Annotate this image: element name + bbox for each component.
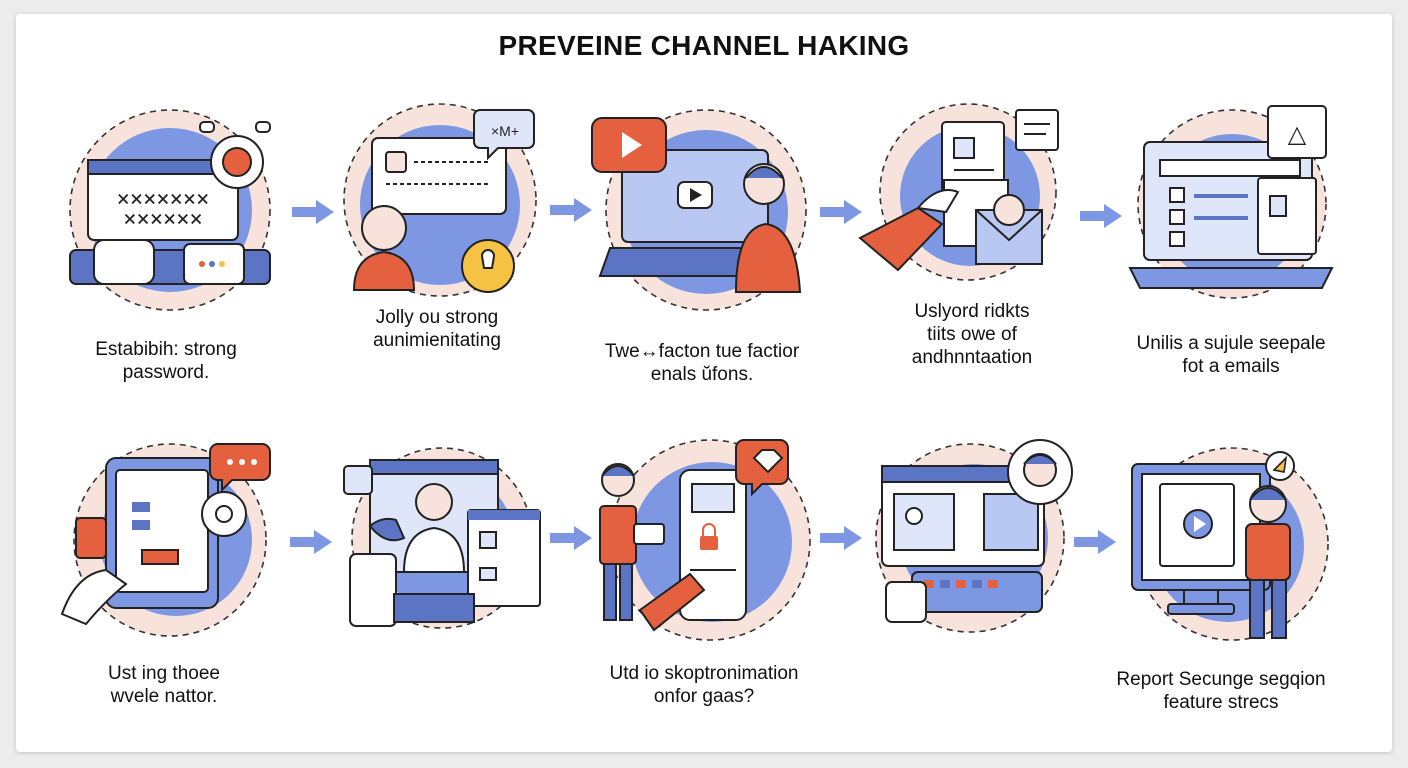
phone-lock-person-icon — [599, 439, 811, 641]
step-6-caption: Ust ing thoee wvele nattor. — [44, 662, 284, 708]
arrow-right-icon — [548, 524, 594, 552]
step-3-illustration — [586, 100, 816, 311]
arrow-right-icon — [818, 198, 864, 226]
monitor-report-icon — [1131, 447, 1329, 641]
step-8-illustration — [588, 430, 818, 641]
video-laptop-icon — [591, 109, 807, 311]
step-3-caption-line-2: enals ŭfons. — [650, 364, 754, 385]
step-10-caption-line-1: Report Secunge segqion — [1116, 669, 1326, 690]
step-2-caption: Jolly ou strong aunimienitating — [312, 306, 562, 352]
step-1-caption-line-1: Estabibih: strong — [95, 339, 237, 360]
step-3-caption-line-1: Twe↔facton tue factior — [604, 341, 800, 362]
step-8-caption-line-2: onfor gaas? — [653, 686, 755, 707]
svg-text:×M+: ×M+ — [491, 123, 519, 139]
step-4-caption-line-2: tiits owe of — [927, 324, 1017, 345]
tablet-chat-icon — [60, 443, 271, 637]
page-title: PREVEINE CHANNEL HAKING — [498, 30, 910, 61]
arrow-right-icon — [548, 196, 594, 224]
step-2-caption-line-1: Jolly ou strong — [375, 307, 499, 328]
step-9-illustration — [866, 432, 1086, 633]
step-3-caption: Twe↔facton tue factior enals ŭfons. — [582, 340, 822, 386]
step-10-illustration — [1118, 440, 1348, 650]
step-1-illustration: ××××××× ×××××× — [60, 100, 280, 311]
dashboard-keyboard-icon — [875, 439, 1073, 633]
step-4-caption: Uslyord ridkts tiits owe of andhnntaatio… — [852, 300, 1092, 369]
step-10-caption-line-2: feature strecs — [1163, 692, 1279, 713]
secure-laptop-checklist-icon: △ — [1128, 105, 1334, 299]
arrow-right-icon — [818, 524, 864, 552]
step-5-caption-line-1: Unilis a sujule seepale — [1136, 333, 1326, 354]
svg-text:××××××: ×××××× — [123, 207, 202, 232]
browser-phone-icon — [343, 447, 541, 629]
step-4-caption-line-3: andhnntaation — [911, 347, 1033, 368]
password-lock-icon: ××××××× ×××××× — [69, 109, 271, 311]
step-5-caption: Unilis a sujule seepale fot a emails — [1106, 332, 1356, 378]
arrow-right-icon — [1072, 528, 1118, 556]
svg-text:△: △ — [1288, 121, 1307, 148]
authentication-person-icon: ×M+ — [343, 103, 537, 297]
step-10-caption: Report Secunge segqion feature strecs — [1096, 668, 1346, 714]
step-1-caption: Estabibih: strong password. — [46, 338, 286, 384]
step-6-illustration — [58, 436, 288, 637]
step-2-illustration: ×M+ — [330, 100, 550, 300]
step-8-caption-line-1: Utd io skoptronimation — [609, 663, 799, 684]
arrow-right-icon — [288, 528, 334, 556]
arrow-right-icon — [1078, 202, 1124, 230]
step-6-caption-line-1: Ust ing thoee — [108, 663, 220, 684]
step-1-caption-line-2: password. — [122, 362, 210, 383]
step-6-caption-line-2: wvele nattor. — [110, 686, 218, 707]
step-8-caption: Utd io skoptronimation onfor gaas? — [584, 662, 824, 708]
arrow-right-icon — [290, 198, 336, 226]
email-verification-icon — [858, 103, 1059, 281]
svg-text:×××××××: ××××××× — [117, 187, 210, 212]
step-4-caption-line-1: Uslyord ridkts — [914, 301, 1030, 322]
step-5-caption-line-2: fot a emails — [1182, 356, 1280, 377]
step-5-illustration: △ — [1118, 104, 1348, 304]
step-4-illustration — [858, 100, 1078, 290]
step-7-illustration — [334, 444, 554, 634]
step-2-caption-line-2: aunimienitating — [373, 330, 501, 351]
